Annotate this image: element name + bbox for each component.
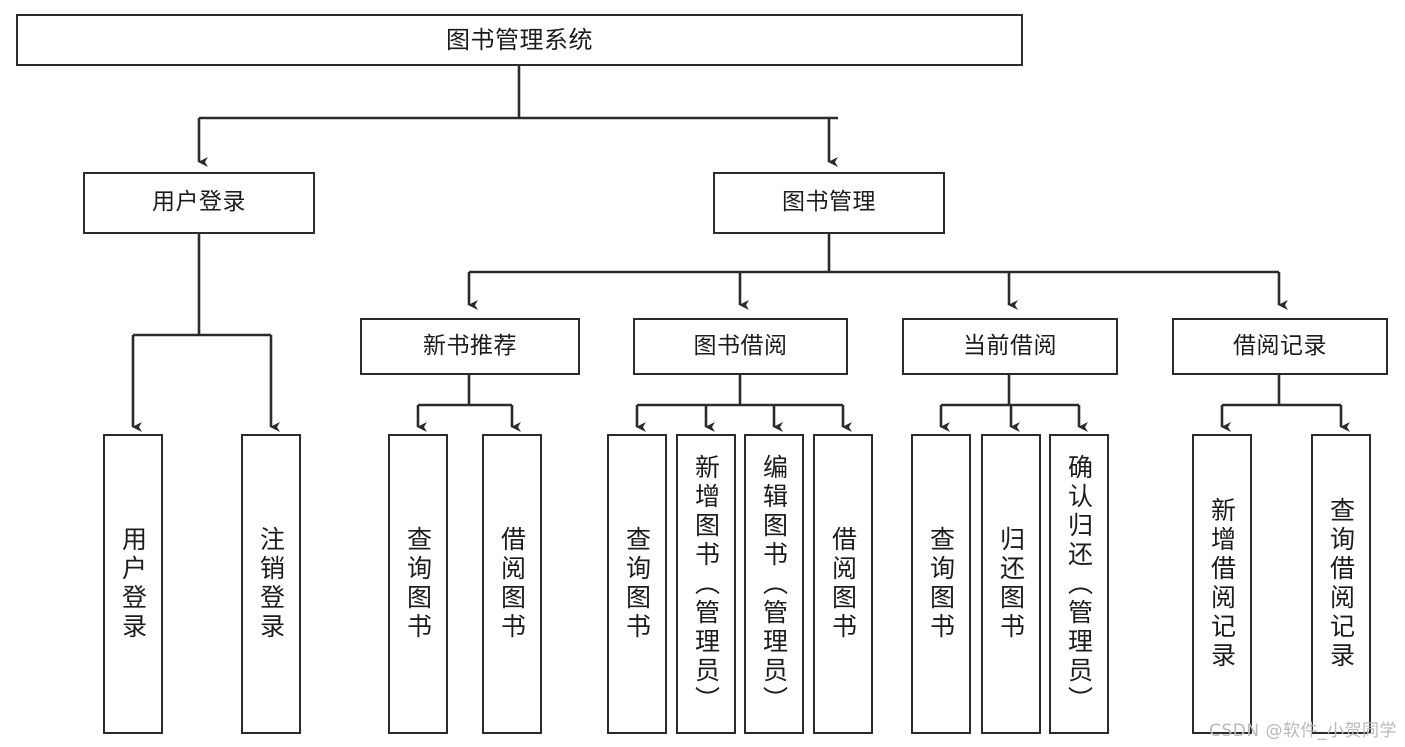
node-book-borrowing[interactable]: 图书借阅 xyxy=(633,318,848,375)
node-label: 用户登录 xyxy=(118,526,148,642)
node-label: 注销登录 xyxy=(256,526,286,642)
leaf-user-login-logout[interactable]: 注销登录 xyxy=(241,434,301,734)
leaf-book-borrow-edit[interactable]: 编辑图书（管理员） xyxy=(744,434,804,734)
node-label: 借阅记录 xyxy=(1233,332,1327,359)
node-label: 图书借阅 xyxy=(693,332,788,359)
leaf-record-query[interactable]: 查询借阅记录 xyxy=(1311,434,1371,734)
node-label: 查询图书 xyxy=(403,526,433,642)
leaf-new-book-query[interactable]: 查询图书 xyxy=(388,434,448,734)
node-current-borrowing[interactable]: 当前借阅 xyxy=(902,318,1118,375)
node-label: 归还图书 xyxy=(996,526,1026,642)
node-label: 查询借阅记录 xyxy=(1326,497,1356,671)
node-label: 借阅图书 xyxy=(497,526,527,642)
csdn-watermark: CSDN @软件_小贺同学 xyxy=(1209,721,1397,741)
leaf-current-borrow-confirm-return[interactable]: 确认归还（管理员） xyxy=(1049,434,1109,734)
node-label: 查询图书 xyxy=(622,526,652,642)
node-label: 图书管理系统 xyxy=(446,25,593,54)
node-label: 确认归还（管理员） xyxy=(1064,453,1094,715)
node-user-login[interactable]: 用户登录 xyxy=(83,172,315,234)
node-root-book-management-system[interactable]: 图书管理系统 xyxy=(16,14,1023,66)
node-label: 新书推荐 xyxy=(423,332,517,359)
leaf-user-login-login[interactable]: 用户登录 xyxy=(103,434,163,734)
node-label: 编辑图书（管理员） xyxy=(759,453,789,715)
node-label: 图书管理 xyxy=(782,189,876,216)
leaf-record-add[interactable]: 新增借阅记录 xyxy=(1192,434,1252,734)
leaf-book-borrow-query[interactable]: 查询图书 xyxy=(607,434,667,734)
node-label: 借阅图书 xyxy=(828,526,858,642)
leaf-new-book-borrow[interactable]: 借阅图书 xyxy=(482,434,542,734)
node-label: 查询图书 xyxy=(926,526,956,642)
node-label: 当前借阅 xyxy=(963,332,1057,359)
leaf-book-borrow-borrow[interactable]: 借阅图书 xyxy=(813,434,873,734)
leaf-book-borrow-add[interactable]: 新增图书（管理员） xyxy=(676,434,736,734)
node-label: 新增借阅记录 xyxy=(1207,497,1237,671)
node-new-book-recommendation[interactable]: 新书推荐 xyxy=(360,318,580,375)
leaf-current-borrow-return[interactable]: 归还图书 xyxy=(981,434,1041,734)
node-borrowing-records[interactable]: 借阅记录 xyxy=(1172,318,1388,375)
node-label: 新增图书（管理员） xyxy=(691,453,721,715)
node-book-management[interactable]: 图书管理 xyxy=(713,172,945,234)
node-label: 用户登录 xyxy=(152,189,246,216)
leaf-current-borrow-query[interactable]: 查询图书 xyxy=(911,434,971,734)
